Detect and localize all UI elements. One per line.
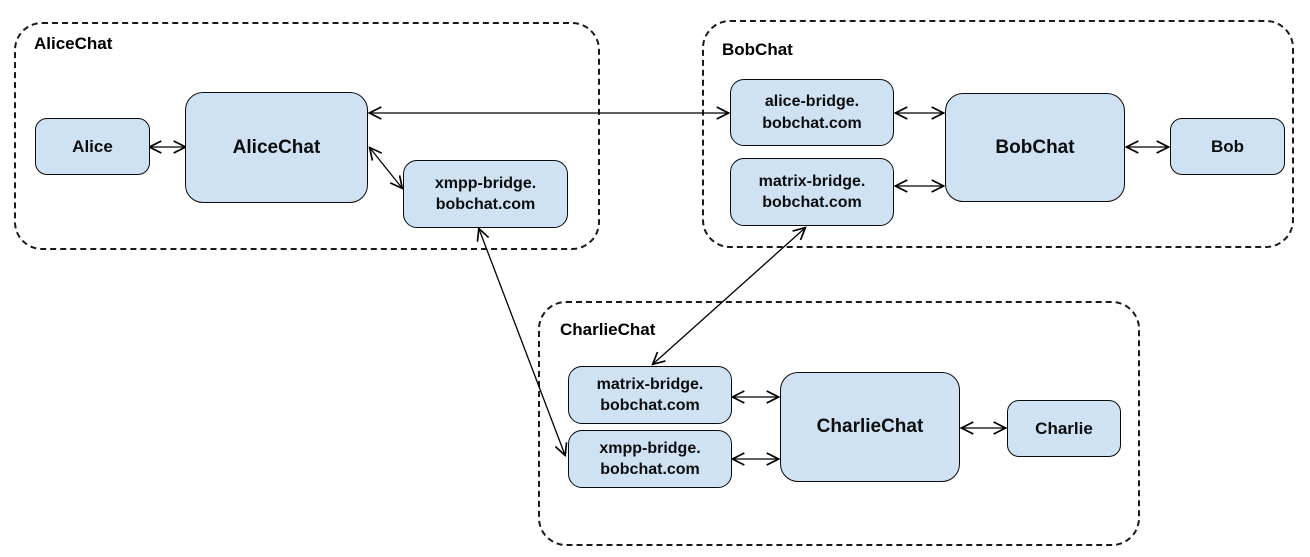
group-label-alicechat: AliceChat: [34, 34, 113, 53]
node-label-line1: alice-bridge.: [764, 93, 860, 111]
node-label-line2: bobchat.com: [762, 114, 862, 132]
node-bob: Bob: [1170, 118, 1285, 175]
node-matrix-bridge-bobchat: matrix-bridge. bobchat.com: [730, 158, 894, 226]
node-xmpp-bridge-alicechat: xmpp-bridge. bobchat.com: [403, 160, 568, 228]
node-charlie: Charlie: [1007, 400, 1121, 457]
group-label-bobchat: BobChat: [722, 40, 793, 59]
node-bobchat-server: BobChat: [945, 93, 1125, 202]
node-matrix-bridge-charliechat: matrix-bridge. bobchat.com: [568, 366, 732, 424]
node-label-line1: matrix-bridge.: [596, 375, 704, 393]
node-label-line2: bobchat.com: [600, 397, 700, 414]
node-label-line2: bobchat.com: [762, 194, 862, 211]
node-alicechat-server: AliceChat: [185, 92, 368, 203]
group-label-charliechat: CharlieChat: [560, 320, 656, 339]
node-alice-bridge-bobchat: alice-bridge. bobchat.com: [730, 79, 894, 146]
group-alicechat: [14, 22, 600, 250]
node-xmpp-bridge-charliechat: xmpp-bridge. bobchat.com: [568, 430, 732, 488]
node-charliechat-server: CharlieChat: [780, 372, 960, 482]
node-label-line1: matrix-bridge.: [758, 172, 866, 190]
node-label-line1: xmpp-bridge.: [434, 174, 537, 192]
node-alice: Alice: [35, 118, 150, 175]
node-label-line2: bobchat.com: [600, 461, 700, 478]
node-label-line2: bobchat.com: [435, 196, 536, 213]
group-bobchat: [702, 20, 1294, 248]
node-label-line1: xmpp-bridge.: [599, 439, 701, 457]
